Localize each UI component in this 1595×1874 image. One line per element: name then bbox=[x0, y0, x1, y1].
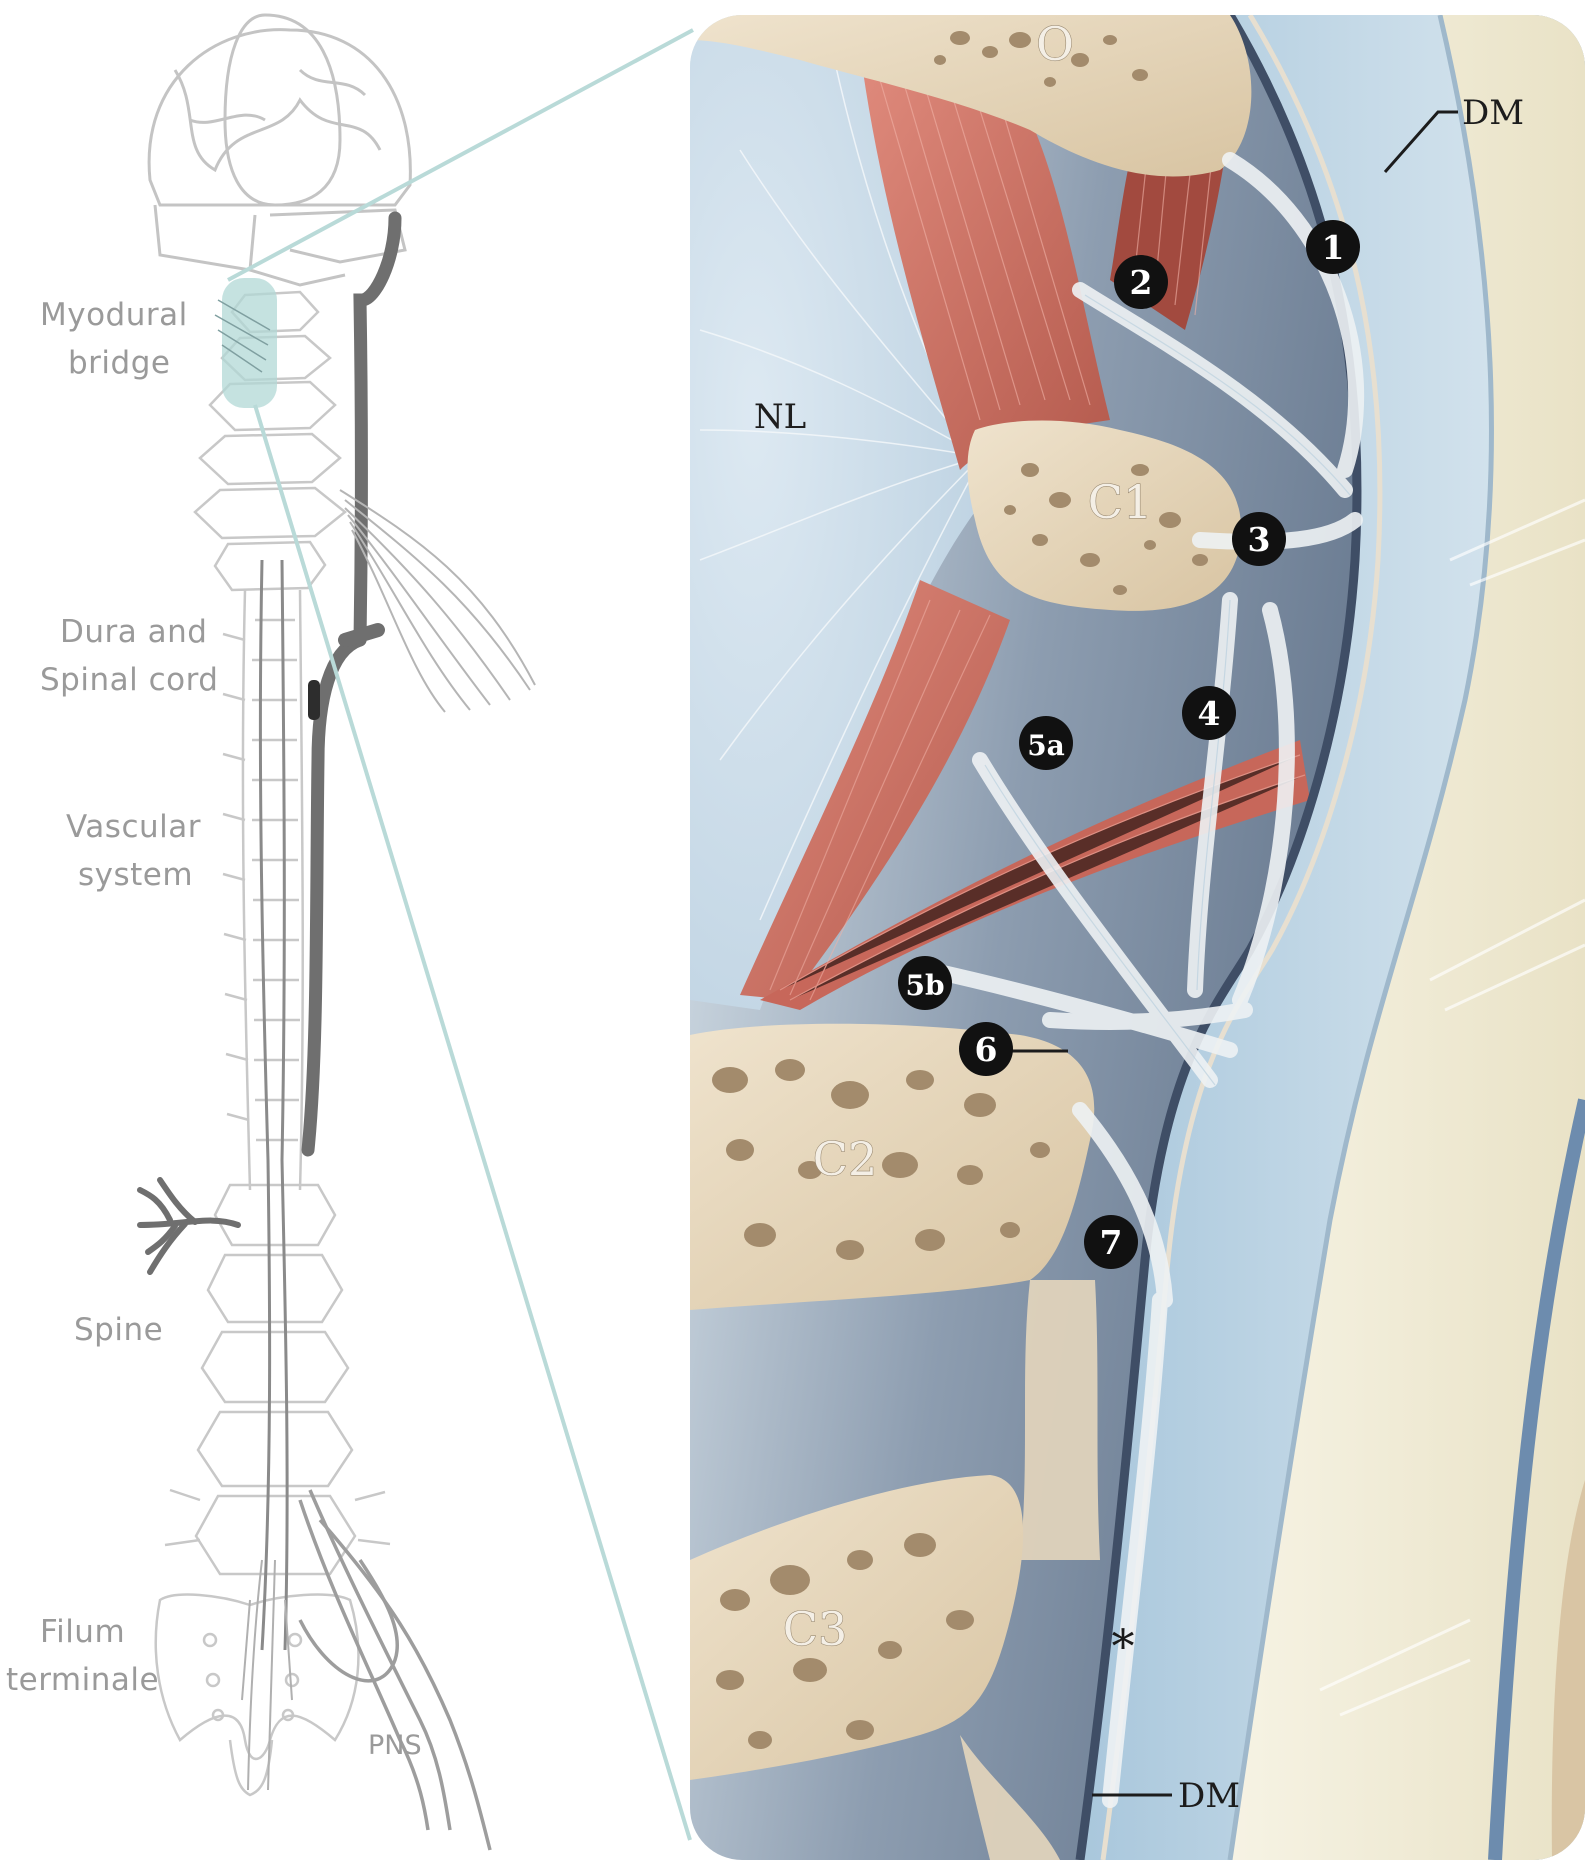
label-c3: C3 bbox=[783, 1602, 847, 1656]
c3-pores bbox=[716, 1533, 974, 1749]
label-filum-line2: terminale bbox=[6, 1662, 159, 1698]
ligament-texture bbox=[984, 294, 1351, 1086]
marker-2-text: 2 bbox=[1130, 263, 1153, 302]
brachial-nerves bbox=[339, 489, 536, 713]
label-myodural-line1: Myodural bbox=[40, 297, 188, 333]
rectus-capitis-major bbox=[860, 46, 1110, 471]
c3-lower-process bbox=[960, 1735, 1060, 1860]
myodural-bridge-highlight bbox=[222, 278, 277, 408]
label-pns: PNS bbox=[368, 1730, 422, 1761]
sheen-lines bbox=[1319, 498, 1585, 1717]
vascular-vessel bbox=[301, 211, 402, 1157]
marker-4: 4 bbox=[1182, 686, 1236, 740]
c2-pores bbox=[712, 1059, 1050, 1260]
marker-2: 2 bbox=[1114, 255, 1168, 309]
label-occiput: O bbox=[1036, 17, 1074, 71]
marker-7: 7 bbox=[1084, 1215, 1138, 1269]
marker-5a: 5a bbox=[1019, 716, 1073, 770]
nuchal-ligament bbox=[690, 15, 1010, 1010]
label-dura-line1: Dura and bbox=[60, 614, 207, 650]
label-myodural-line2: bridge bbox=[68, 345, 170, 381]
callout-lines bbox=[227, 28, 694, 1841]
marker-3-text: 3 bbox=[1248, 520, 1271, 559]
label-spine: Spine bbox=[74, 1312, 163, 1348]
leader-dm-top bbox=[1383, 110, 1458, 173]
marker-1: 1 bbox=[1306, 220, 1360, 274]
label-c1: C1 bbox=[1088, 475, 1152, 529]
label-dura-line2: Spinal cord bbox=[40, 662, 218, 698]
spine-column bbox=[164, 589, 391, 1576]
lower-muscle-striations bbox=[769, 599, 1306, 1001]
label-filum-line1: Filum bbox=[40, 1614, 125, 1650]
leader-lines bbox=[1005, 110, 1458, 1797]
cord-edge-highlight bbox=[1227, 15, 1494, 1860]
marker-1-text: 1 bbox=[1322, 228, 1345, 267]
label-asterisk: * bbox=[1112, 1619, 1135, 1673]
occipital-pores bbox=[934, 31, 1148, 87]
myodural-fibers bbox=[214, 299, 271, 373]
marker-6: 6 bbox=[959, 1022, 1013, 1076]
vessel-cap bbox=[338, 623, 385, 647]
spinal-cord-detail bbox=[1230, 15, 1585, 1860]
detail-panel: 1 2 3 4 5a 5b 6 7 O bbox=[690, 15, 1585, 1860]
label-vascular-line1: Vascular bbox=[66, 809, 201, 845]
marker-3: 3 bbox=[1232, 512, 1286, 566]
marker-7-text: 7 bbox=[1100, 1223, 1123, 1262]
muscle-striations bbox=[879, 69, 1216, 421]
posterior-cord-edge bbox=[1488, 1098, 1585, 1860]
occipital-bone bbox=[690, 15, 1252, 177]
c2-spinous-column bbox=[1020, 1280, 1100, 1560]
posterior-bone-edge bbox=[1551, 1480, 1585, 1860]
vessel-lumen bbox=[308, 680, 320, 720]
oblique-capitis-muscle bbox=[740, 580, 1010, 1000]
spinal-cord bbox=[258, 559, 289, 1651]
marker-5b-text: 5b bbox=[905, 969, 944, 1002]
label-dura-bottom: DM bbox=[1178, 1776, 1240, 1816]
c3-vertebra bbox=[690, 1475, 1024, 1780]
c1-pores bbox=[1004, 463, 1208, 595]
overview-figure: Myodural bridge Dura and Spinal cord Vas… bbox=[6, 13, 536, 1851]
label-vascular-line2: system bbox=[78, 857, 193, 893]
sacrum-outline bbox=[154, 1593, 360, 1797]
marker-5a-text: 5a bbox=[1027, 729, 1065, 762]
label-nuchal-ligament: NL bbox=[754, 397, 806, 437]
label-c2: C2 bbox=[813, 1132, 877, 1186]
marker-4-text: 4 bbox=[1198, 694, 1221, 733]
label-dura-top: DM bbox=[1462, 93, 1524, 133]
marker-5b: 5b bbox=[898, 956, 952, 1010]
marker-6-text: 6 bbox=[975, 1030, 998, 1069]
filum-terminale bbox=[241, 1559, 293, 1791]
skull-outline bbox=[147, 13, 412, 287]
lumbar-nerve-branch bbox=[137, 1177, 241, 1275]
peripheral-nerves bbox=[298, 1489, 492, 1851]
